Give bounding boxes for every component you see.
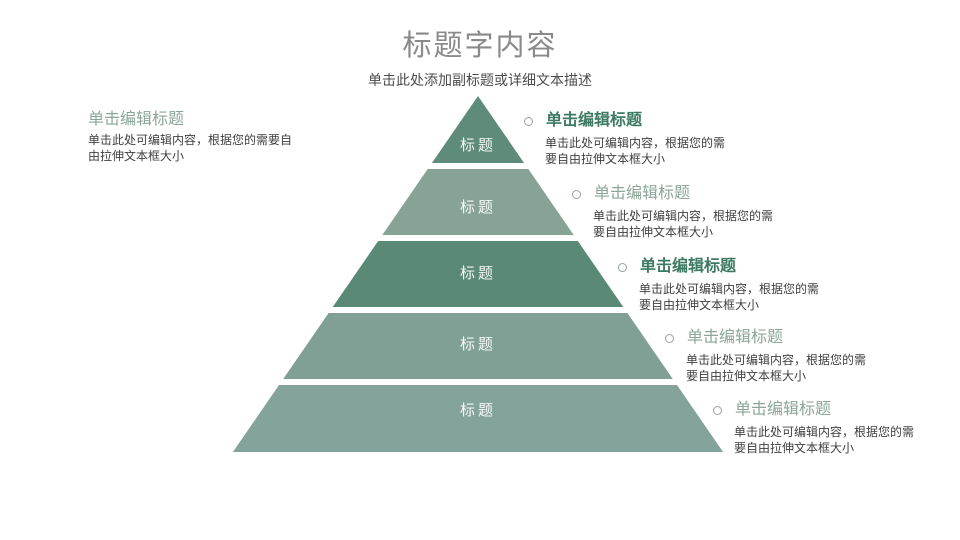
callout-body-2[interactable]: 单击此处可编辑内容，根据您的需 要自由拉伸文本框大小 (568, 209, 798, 240)
callout-body-line: 要自由拉伸文本框大小 (686, 368, 807, 383)
callout-body-5[interactable]: 单击此处可编辑内容，根据您的需 要自由拉伸文本框大小 (709, 425, 939, 456)
left-callout-body-line: 单击此处可编辑内容，根据您的需要自 (88, 133, 293, 147)
left-callout-title[interactable]: 单击编辑标题 (88, 111, 185, 128)
callout-title-1[interactable]: 单击编辑标题 (546, 112, 643, 129)
callout-body-1[interactable]: 单击此处可编辑内容，根据您的需 要自由拉伸文本框大小 (520, 136, 750, 167)
circle-bullet-icon (665, 333, 674, 343)
circle-bullet-icon (524, 116, 533, 126)
circle-bullet-icon (572, 189, 581, 199)
left-callout-block[interactable]: 单击编辑标题 单击此处可编辑内容，根据您的需要自 由拉伸文本框大小 (88, 110, 318, 164)
pyramid-level-5[interactable] (232, 385, 724, 452)
left-callout-body[interactable]: 单击此处可编辑内容，根据您的需要自 由拉伸文本框大小 (88, 133, 318, 164)
pyramid-level-3-label[interactable]: 标题 (459, 265, 496, 282)
callout-body-line: 要自由拉伸文本框大小 (639, 297, 760, 312)
callout-title-2[interactable]: 单击编辑标题 (594, 185, 691, 202)
callout-block-5[interactable]: 单击编辑标题 单击此处可编辑内容，根据您的需 要自由拉伸文本框大小 (709, 400, 939, 456)
pyramid-level-4-label[interactable]: 标题 (459, 336, 496, 353)
left-callout-body-line: 由拉伸文本框大小 (88, 148, 185, 163)
pyramid-level-1-label[interactable]: 标题 (459, 137, 496, 154)
callout-block-1[interactable]: 单击编辑标题 单击此处可编辑内容，根据您的需 要自由拉伸文本框大小 (520, 111, 750, 167)
callout-body-4[interactable]: 单击此处可编辑内容，根据您的需 要自由拉伸文本框大小 (661, 353, 891, 384)
callout-body-line: 单击此处可编辑内容，根据您的需 (593, 209, 774, 223)
callout-block-4[interactable]: 单击编辑标题 单击此处可编辑内容，根据您的需 要自由拉伸文本框大小 (661, 328, 891, 384)
page-title[interactable]: 标题字内容 (402, 30, 558, 62)
callout-body-3[interactable]: 单击此处可编辑内容，根据您的需 要自由拉伸文本框大小 (614, 282, 844, 313)
callout-body-line: 单击此处可编辑内容，根据您的需 (545, 136, 726, 150)
pyramid-level-1[interactable] (431, 96, 525, 163)
callout-body-line: 要自由拉伸文本框大小 (545, 151, 666, 166)
circle-bullet-icon (713, 405, 722, 415)
callout-body-line: 单击此处可编辑内容，根据您的需 (734, 425, 915, 439)
callout-title-5[interactable]: 单击编辑标题 (735, 401, 832, 418)
callout-block-3[interactable]: 单击编辑标题 单击此处可编辑内容，根据您的需 要自由拉伸文本框大小 (614, 257, 844, 313)
callout-body-line: 单击此处可编辑内容，根据您的需 (686, 353, 867, 367)
circle-bullet-icon (618, 262, 627, 272)
callout-block-2[interactable]: 单击编辑标题 单击此处可编辑内容，根据您的需 要自由拉伸文本框大小 (568, 184, 798, 240)
page-subtitle[interactable]: 单击此处添加副标题或详细文本描述 (368, 72, 592, 88)
pyramid-level-5-label[interactable]: 标题 (459, 402, 496, 419)
callout-body-line: 单击此处可编辑内容，根据您的需 (639, 282, 820, 296)
callout-title-4[interactable]: 单击编辑标题 (687, 329, 784, 346)
callout-title-3[interactable]: 单击编辑标题 (640, 258, 737, 275)
pyramid-level-2-label[interactable]: 标题 (459, 199, 496, 216)
pyramid-level-4[interactable] (283, 313, 673, 379)
pyramid-level-3[interactable] (332, 241, 624, 307)
pyramid-level-2[interactable] (382, 169, 574, 235)
callout-body-line: 要自由拉伸文本框大小 (734, 440, 855, 455)
callout-body-line: 要自由拉伸文本框大小 (593, 224, 714, 239)
